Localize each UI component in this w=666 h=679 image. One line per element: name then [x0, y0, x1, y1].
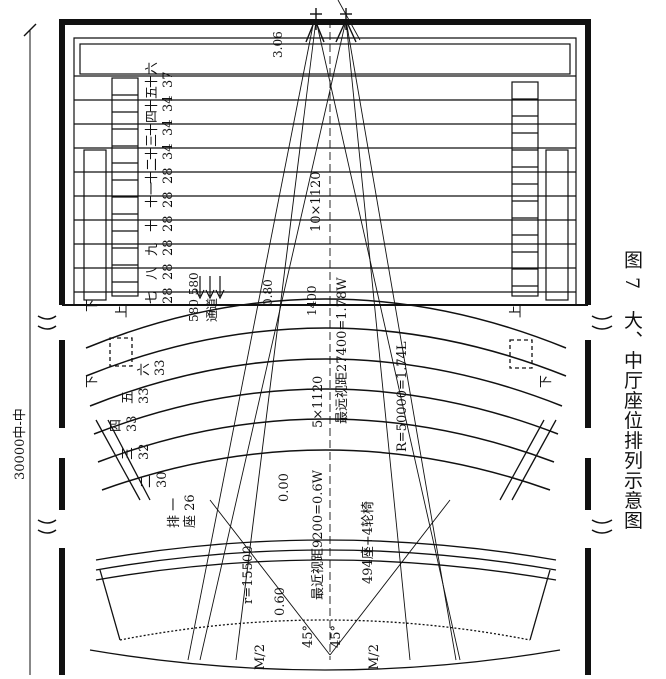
side-aisles [95, 337, 557, 501]
center-labels: 10×1120 5×1120 最远视距27400=1.78W R=50000=1… [241, 171, 410, 670]
overall-dimension: 30000中-中 [13, 23, 37, 675]
half-width-right: M/2 [367, 644, 382, 670]
stage-front [89, 539, 561, 671]
angle-left: 45° [301, 625, 316, 648]
max-view: 最远视距27400=1.78W [335, 277, 350, 424]
stall-row-labels: 六 33 五 33 四 33 三 32 二 30 排 一 座 26 [109, 359, 198, 528]
stall-row-seats-5: 33 [137, 387, 152, 404]
door-labels: 下 上 下 上 下 [85, 299, 554, 388]
radius-l: R=50000=1.74L [395, 341, 410, 452]
right-stair [511, 81, 569, 301]
left-stair [83, 77, 139, 301]
row-no-15: 十五 [145, 86, 160, 112]
row-no-12: 十二 [145, 158, 160, 184]
aisle-arrows [195, 276, 225, 300]
upper-grid: 10×1120 [309, 171, 324, 232]
row-no-10: 十 [145, 219, 160, 232]
row-seats-13: 34 [161, 143, 176, 160]
row-seats-8: 28 [161, 263, 176, 280]
stage-depth-label: 3.06 [271, 31, 285, 58]
aisle-labels: 580 580 通道 0.80 1400 [187, 272, 319, 322]
half-width-left: M/2 [253, 644, 268, 670]
door-down-left-2: 下 [85, 375, 100, 388]
row-no-13: 十三 [145, 134, 160, 160]
stall-row-seats-3: 32 [137, 443, 152, 460]
min-view: 最近视距9200=0.6W [311, 469, 326, 600]
row-seats-9: 28 [161, 239, 176, 256]
balcony-row-lines [74, 75, 576, 293]
stall-row-seats-2: 30 [155, 471, 170, 488]
row-no-16: 十六 [145, 62, 160, 88]
stall-row-no-3: 三 [121, 447, 136, 460]
row-no-14: 十四 [145, 110, 160, 136]
row-seats-10: 28 [161, 215, 176, 232]
row-no-7: 七 [145, 291, 160, 304]
row-seats-14: 34 [161, 119, 176, 136]
stall-row-seats-6: 33 [153, 359, 168, 376]
radius-r: r=15500 [241, 546, 256, 604]
door-up-right: 上 [509, 305, 524, 318]
row-no-9: 九 [145, 243, 160, 256]
angle-right: 45° [329, 625, 344, 648]
door-up-left: 上 [115, 305, 130, 318]
first-row-seats: 座 26 [183, 494, 198, 528]
door-symbols [37, 315, 613, 534]
stall-row-no-2: 二 [139, 475, 154, 488]
dim-1400: 1400 [305, 285, 319, 316]
stall-row-no-5: 五 [121, 391, 136, 404]
door-down-left-1: 下 [85, 299, 100, 312]
capacity: 494座+4轮椅 [361, 501, 376, 584]
level-000: 0.00 [277, 473, 292, 502]
row-seats-15: 34 [161, 95, 176, 112]
stage-marker: 3.06 [271, 8, 357, 58]
door-down-right: 下 [539, 375, 554, 388]
level-060: 0.60 [273, 587, 288, 616]
outer-walls [59, 19, 591, 675]
level-080: 0.80 [261, 279, 275, 306]
row-seats-7: 28 [161, 287, 176, 304]
sight-lines [187, 0, 461, 661]
stall-row-seats-4: 33 [125, 415, 140, 432]
row-seats-11: 28 [161, 191, 176, 208]
row-seats-12: 28 [161, 167, 176, 184]
row-no-8: 八 [145, 267, 160, 280]
stall-row-arcs [85, 298, 567, 491]
stall-row-no-6: 六 [137, 363, 152, 376]
overall-dimension-label: 30000中-中 [13, 408, 28, 480]
figure-caption: 图 7 大、中厅座位排列示意图 [621, 250, 643, 531]
first-row-label: 排 一 [167, 498, 182, 528]
lower-grid: 5×1120 [311, 376, 326, 428]
balcony-row-labels: 十六 37 十五 34 十四 34 十三 34 十二 28 十一 28 十 28… [145, 62, 176, 304]
row-seats-16: 37 [161, 71, 176, 88]
row-no-11: 十一 [145, 182, 160, 208]
aisle-width: 580 580 [187, 272, 201, 322]
